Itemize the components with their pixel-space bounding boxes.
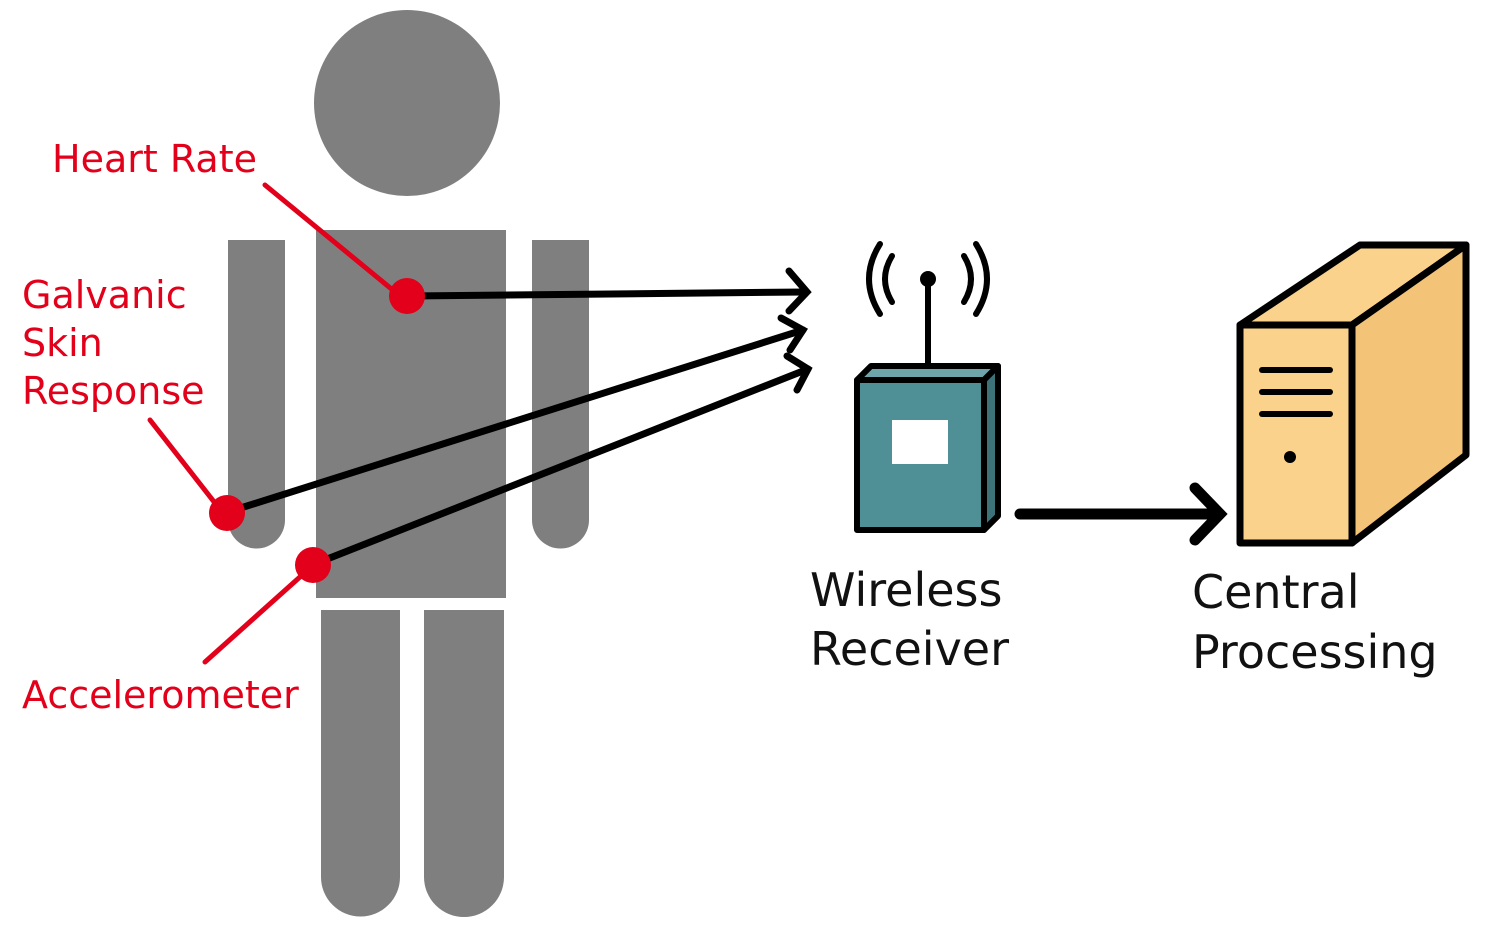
figure-right-arm xyxy=(532,240,589,549)
sensor-leader-lines xyxy=(147,182,403,665)
accelerometer-label: Accelerometer xyxy=(22,673,299,717)
computer-label-line-2: Processing xyxy=(1192,625,1438,679)
receiver-to-computer-arrow xyxy=(1014,482,1228,546)
accelerometer-sensor-dot xyxy=(295,547,331,583)
heart-rate-sensor-dot xyxy=(389,278,425,314)
figure-left-leg xyxy=(321,610,400,917)
human-figure xyxy=(228,10,589,917)
gsr-label-line-2: Skin xyxy=(22,321,103,365)
computer-front xyxy=(1236,321,1356,547)
gsr-label-line-3: Response xyxy=(22,369,205,413)
computer-tower-icon xyxy=(1236,241,1470,547)
sensor-arrows xyxy=(224,267,813,569)
heart-rate-leader xyxy=(262,182,403,299)
heart-rate-label: Heart Rate xyxy=(52,137,257,181)
wireless-receiver-icon xyxy=(854,241,1001,533)
power-indicator xyxy=(1284,451,1296,463)
heart-rate-arrowhead xyxy=(785,267,812,315)
gsr-arrowhead xyxy=(777,314,808,354)
antenna-tip xyxy=(920,271,936,287)
gsr-label-line-1: Galvanic xyxy=(22,273,187,317)
gsr-arrow-line xyxy=(224,326,807,516)
heart-rate-arrow-line xyxy=(406,288,809,300)
sensor-dots xyxy=(209,278,425,583)
receiver-display xyxy=(892,420,948,464)
figure-head xyxy=(314,10,500,196)
figure-right-leg xyxy=(424,610,504,917)
receiver-label-line-1: Wireless xyxy=(810,563,1002,617)
figure-left-arm xyxy=(228,240,285,549)
accelerometer-arrowhead xyxy=(783,352,813,394)
accelerometer-arrow-line xyxy=(308,365,812,569)
sensor-labels: Heart Rate Galvanic Skin Response Accele… xyxy=(22,137,299,717)
gsr-leader xyxy=(147,417,225,515)
computer-vents xyxy=(1259,367,1333,417)
device-labels: Wireless Receiver Central Processing xyxy=(810,563,1438,679)
receiver-label-line-2: Receiver xyxy=(810,622,1009,676)
computer-label-line-1: Central xyxy=(1192,565,1360,619)
accelerometer-leader xyxy=(202,565,313,665)
gsr-sensor-dot xyxy=(209,495,245,531)
signal-waves-icon xyxy=(866,241,990,317)
